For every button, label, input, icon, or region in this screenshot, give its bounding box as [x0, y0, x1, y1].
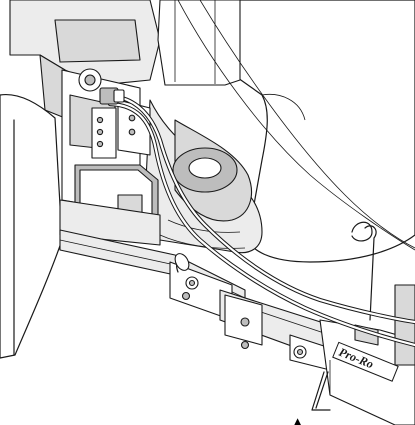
jack-pin: [311, 221, 377, 411]
tractor-body: [9, 0, 241, 121]
left-tire: [0, 93, 63, 359]
callout-marker: ▲: [293, 415, 303, 425]
hydraulic-hoses: [99, 0, 415, 348]
wheel-rim: [144, 99, 263, 254]
